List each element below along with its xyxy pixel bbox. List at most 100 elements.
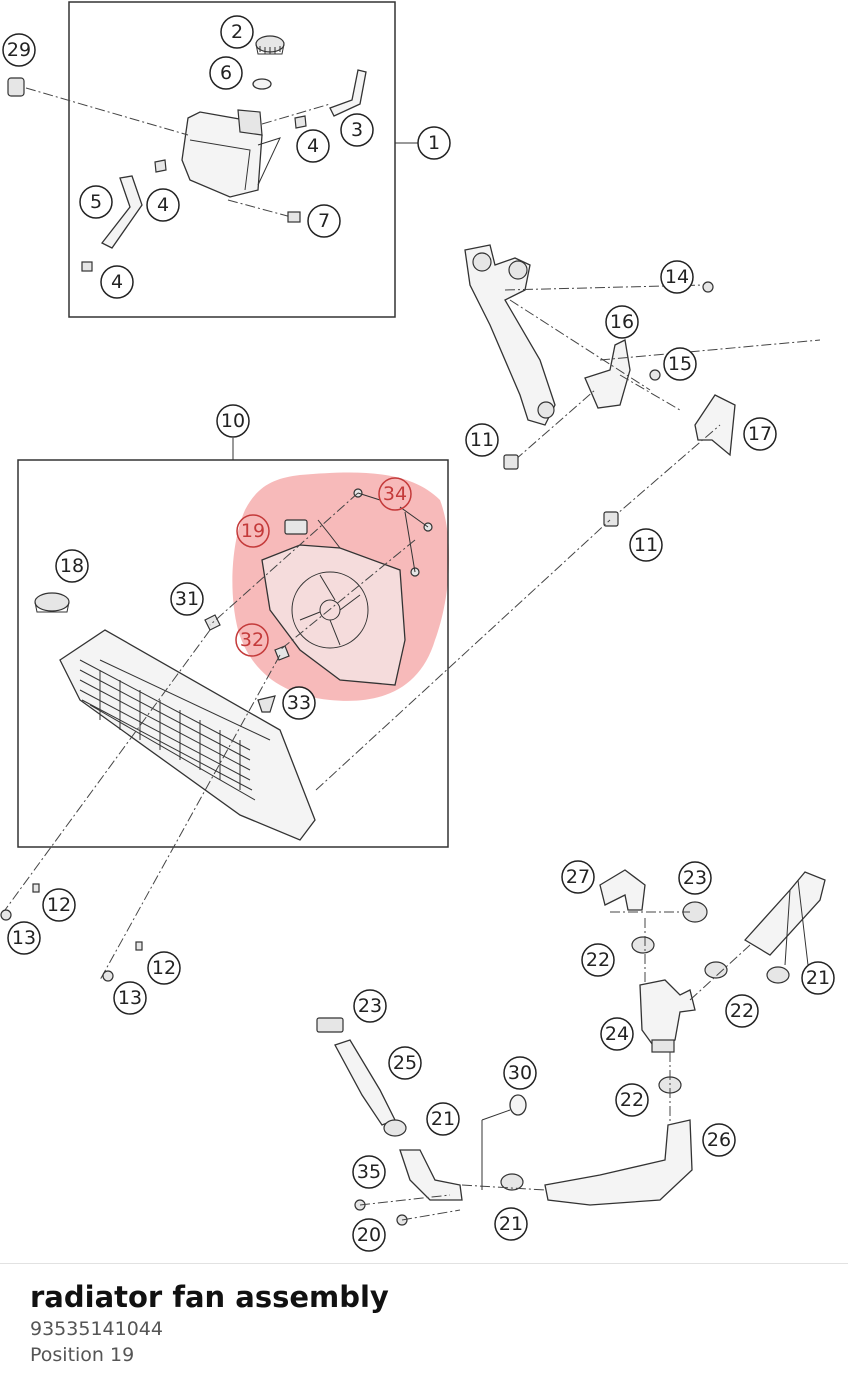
svg-text:21: 21 — [806, 967, 830, 989]
grommet-29[interactable] — [7, 77, 25, 97]
callout-22-lower[interactable]: 22 — [615, 1083, 649, 1117]
clamp-21b[interactable] — [383, 1119, 407, 1137]
rubber-mount-11b[interactable] — [603, 511, 619, 527]
overflow-hose[interactable] — [329, 69, 367, 117]
callout-11-upper[interactable]: 11 — [465, 423, 499, 457]
tank-seal[interactable] — [252, 78, 272, 90]
callout-13-right[interactable]: 13 — [113, 981, 147, 1015]
callout-23-lower[interactable]: 23 — [353, 989, 387, 1023]
svg-text:34: 34 — [383, 483, 407, 505]
pin-33[interactable] — [257, 695, 276, 713]
radiator-fan[interactable] — [261, 519, 406, 686]
svg-text:14: 14 — [665, 266, 689, 288]
clamp-21c[interactable] — [500, 1173, 524, 1191]
callout-21-middle[interactable]: 21 — [426, 1102, 460, 1136]
callout-22-left[interactable]: 22 — [581, 943, 615, 977]
callout-16[interactable]: 16 — [605, 305, 639, 339]
callout-4-middle[interactable]: 4 — [146, 188, 180, 222]
thermostat-housing[interactable] — [639, 979, 696, 1053]
hose-upper-right[interactable] — [743, 871, 826, 956]
callout-21-right[interactable]: 21 — [801, 961, 835, 995]
hose-26[interactable] — [544, 1119, 693, 1206]
callout-7[interactable]: 7 — [307, 204, 341, 238]
clamp-21a[interactable] — [766, 966, 790, 984]
ring-30[interactable] — [509, 1094, 527, 1116]
tank-clip-right[interactable] — [294, 115, 307, 129]
pipe-35[interactable] — [399, 1149, 463, 1201]
svg-text:4: 4 — [307, 135, 319, 157]
mounting-bracket[interactable] — [464, 244, 556, 426]
bracket-plate[interactable] — [584, 339, 631, 409]
clamp-23b[interactable] — [316, 1017, 344, 1033]
clamp-22b[interactable] — [704, 961, 728, 979]
bracket-17[interactable] — [694, 394, 736, 457]
svg-text:4: 4 — [111, 271, 123, 293]
hose-clip[interactable] — [81, 261, 93, 272]
svg-text:15: 15 — [668, 353, 692, 375]
callout-31[interactable]: 31 — [170, 582, 204, 616]
callout-12-right[interactable]: 12 — [147, 951, 181, 985]
hose-25[interactable] — [334, 1039, 396, 1126]
nut-15[interactable] — [649, 369, 661, 381]
expansion-tank[interactable] — [181, 109, 281, 198]
svg-text:18: 18 — [60, 555, 84, 577]
callout-4-bottom[interactable]: 4 — [100, 265, 134, 299]
svg-text:24: 24 — [605, 1023, 629, 1045]
callout-32[interactable]: 32 — [235, 623, 269, 657]
callout-29[interactable]: 29 — [2, 33, 36, 67]
callout-1[interactable]: 1 — [417, 126, 451, 160]
callout-18[interactable]: 18 — [55, 549, 89, 583]
callout-20[interactable]: 20 — [352, 1218, 386, 1252]
clip-32[interactable] — [274, 645, 290, 661]
exploded-parts-diagram: 1 2 3 4 4 4 5 6 7 10 11 11 12 12 13 13 1… — [0, 1, 835, 1252]
callout-30[interactable]: 30 — [503, 1056, 537, 1090]
tank-screw[interactable] — [287, 211, 301, 223]
svg-text:7: 7 — [318, 210, 330, 232]
nut-13a[interactable] — [0, 909, 12, 921]
part-position: Position 19 — [30, 1344, 135, 1366]
svg-text:3: 3 — [351, 119, 363, 141]
callout-34[interactable]: 34 — [378, 477, 412, 511]
callout-4-right[interactable]: 4 — [296, 129, 330, 163]
callout-24[interactable]: 24 — [600, 1017, 634, 1051]
nut-13b[interactable] — [102, 970, 114, 982]
callout-6[interactable]: 6 — [209, 56, 243, 90]
svg-text:22: 22 — [730, 1000, 754, 1022]
callout-10[interactable]: 10 — [216, 404, 250, 438]
svg-text:11: 11 — [634, 534, 658, 556]
callout-22-right[interactable]: 22 — [725, 994, 759, 1028]
callout-3[interactable]: 3 — [340, 113, 374, 147]
callout-27[interactable]: 27 — [561, 860, 595, 894]
callout-5[interactable]: 5 — [79, 185, 113, 219]
callout-12-left[interactable]: 12 — [42, 888, 76, 922]
hose-27[interactable] — [599, 869, 646, 911]
callout-15[interactable]: 15 — [663, 347, 697, 381]
callout-13-left[interactable]: 13 — [7, 921, 41, 955]
svg-text:22: 22 — [586, 949, 610, 971]
washer-12a[interactable] — [32, 883, 40, 893]
callout-25[interactable]: 25 — [388, 1046, 422, 1080]
clamp-22a[interactable] — [631, 936, 655, 954]
tank-cap[interactable] — [255, 35, 285, 55]
callout-35[interactable]: 35 — [352, 1155, 386, 1189]
callout-23-upper[interactable]: 23 — [678, 861, 712, 895]
tank-clip[interactable] — [154, 159, 167, 173]
callout-11-lower[interactable]: 11 — [629, 528, 663, 562]
rubber-mount-11a[interactable] — [503, 454, 519, 470]
bolt-14[interactable] — [702, 281, 714, 293]
callout-19[interactable]: 19 — [236, 514, 270, 548]
svg-text:21: 21 — [499, 1213, 523, 1235]
radiator-cap[interactable] — [34, 592, 70, 613]
radiator[interactable] — [59, 629, 316, 841]
callout-21-bottom[interactable]: 21 — [494, 1207, 528, 1241]
washer-12b[interactable] — [135, 941, 143, 951]
tank-hose[interactable] — [101, 175, 143, 249]
svg-text:4: 4 — [157, 194, 169, 216]
callout-14[interactable]: 14 — [660, 260, 694, 294]
part-number: 93535141044 — [30, 1318, 163, 1340]
callout-17[interactable]: 17 — [743, 417, 777, 451]
callout-33[interactable]: 33 — [282, 686, 316, 720]
callout-26[interactable]: 26 — [702, 1123, 736, 1157]
svg-text:23: 23 — [683, 867, 707, 889]
callout-2[interactable]: 2 — [220, 15, 254, 49]
